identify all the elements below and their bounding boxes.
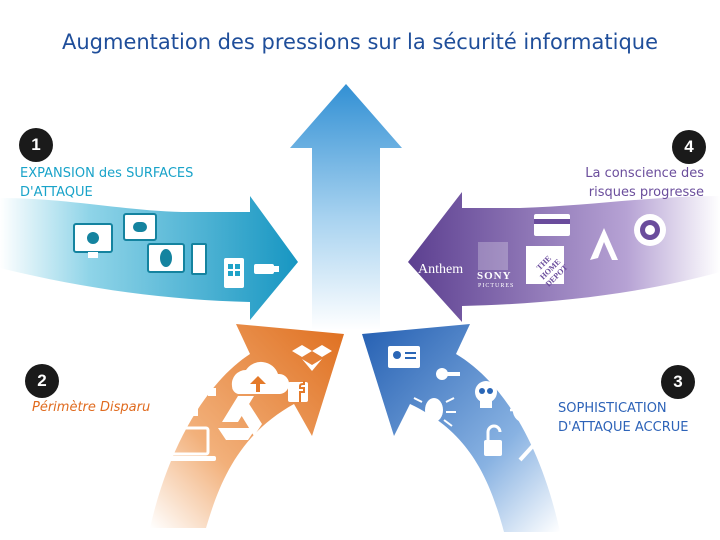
dropbox-icon [292,345,332,371]
section-label-expansion: EXPANSION des SURFACES D'ATTAQUE [20,166,194,200]
arrow-perimeter [150,324,344,528]
section-number-1: 1 [19,128,53,162]
section-label-awareness: La conscience des risques progresse [585,166,704,200]
section-number-2: 2 [25,364,59,398]
apple-monitor-icon [73,223,113,258]
page-title: Augmentation des pressions sur la sécuri… [61,30,659,54]
center-up-arrow [290,84,402,330]
section-number-3: 3 [661,365,695,399]
network-nodes-icon [184,388,216,416]
tower-pc-icon [191,243,207,275]
section-number-4: 4 [672,130,706,164]
home-depot-logo [526,246,564,284]
skull-icon [475,381,497,408]
unlocked-padlock-icon [484,424,502,456]
anthem-logo: Anthem [418,262,464,277]
target-icon [634,214,666,246]
facebook-icon [288,381,308,402]
section-label-perimeter: Périmètre Disparu [32,400,151,415]
arrow-sophistication [362,324,560,532]
android-tablet-icon [123,213,157,241]
cloud-upload-icon [231,361,290,394]
usb-drive-icon [254,264,279,274]
id-card-icon [388,346,420,368]
adobe-icon [590,228,618,260]
credit-card-icon [534,214,570,236]
windows-phone-icon [224,258,244,288]
axe-icon [518,428,548,462]
linux-monitor-icon [147,243,185,273]
section-label-sophistication: SOPHISTICATION D'ATTAQUE ACCRUE [558,401,689,435]
crosshair-icon [510,394,542,426]
key-icon [436,368,460,380]
sony-logo-text: SONY [477,270,512,282]
sony-pictures-logo [478,242,508,270]
bug-icon [412,397,456,427]
google-drive-icon [218,396,262,440]
laptop-icon [160,426,216,461]
sony-pictures-text: PICTURES [478,283,515,289]
